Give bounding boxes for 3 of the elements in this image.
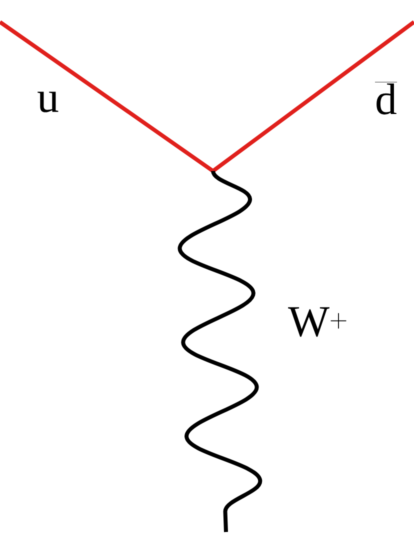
particle-label: $\overline{\mathrm{d}}$ [375,82,397,114]
particle-label: $\mathrm{W}^{+}$ [288,307,346,337]
particle-label: u [38,92,58,112]
